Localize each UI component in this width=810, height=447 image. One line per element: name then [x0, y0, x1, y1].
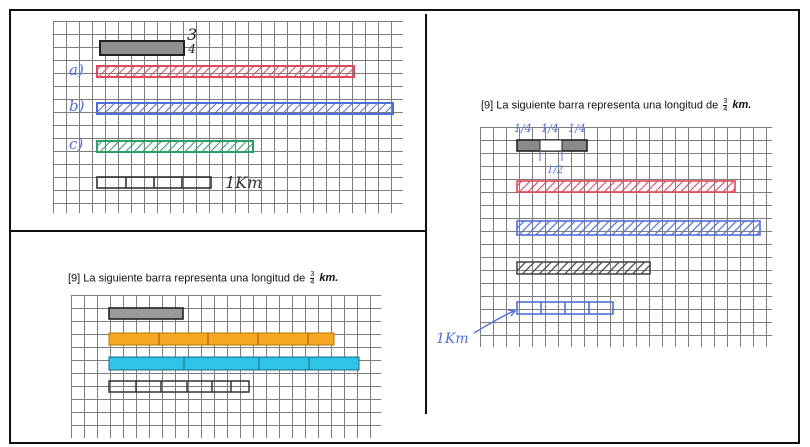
statement-fraction-numerator: 3	[310, 271, 315, 279]
statement-fraction: 3 4	[723, 98, 728, 113]
statement-fraction-denominator: 4	[310, 279, 315, 286]
statement-unit: km.	[732, 99, 752, 112]
problem-statement: [9] La siguiente barra representa una lo…	[68, 271, 338, 286]
statement-fraction: 3 4	[310, 271, 315, 286]
problem-number: [9]	[68, 272, 81, 285]
panel-right: [9] La siguiente barra representa una lo…	[428, 11, 798, 441]
reference-bar	[99, 40, 185, 56]
right-bars	[473, 139, 761, 334]
statement-fraction-denominator: 4	[723, 106, 728, 113]
reference-bar	[516, 139, 588, 161]
problem-statement: [9] La siguiente barra representa una lo…	[481, 98, 751, 113]
reference-bar	[108, 307, 184, 320]
fraction-denominator: 4	[188, 42, 196, 56]
blue-bar	[516, 220, 761, 236]
red-bar	[516, 180, 736, 193]
problem-number: [9]	[481, 99, 494, 112]
outline-bar	[108, 380, 250, 393]
panel-bottom-left: [9] La siguiente barra representa una lo…	[11, 233, 423, 441]
panel-top-left: 3 4 a) b) c) 1Km	[11, 11, 423, 229]
quarter-label-2: 1/4	[541, 122, 559, 135]
quarter-label-1: 1/4	[514, 122, 532, 135]
cyan-bar	[108, 356, 360, 371]
problem-text: La siguiente barra representa una longit…	[496, 99, 719, 112]
unit-bar	[516, 301, 614, 315]
quarter-label-3: 1/4	[568, 122, 586, 135]
statement-fraction-numerator: 3	[723, 98, 728, 106]
half-label: 1/2	[547, 165, 564, 176]
fraction-annotation: 3 4	[187, 25, 198, 57]
bottom-left-bars	[108, 307, 360, 393]
statement-unit: km.	[319, 272, 339, 285]
bar-a	[96, 65, 355, 78]
row-label-b: b)	[69, 97, 85, 115]
row-label-c: c)	[69, 135, 84, 153]
fraction-numerator: 3	[187, 25, 198, 44]
unit-arrow	[473, 310, 515, 334]
row-label-a: a)	[69, 61, 84, 79]
bar-b	[96, 102, 394, 115]
bar-c	[96, 140, 254, 153]
problem-text: La siguiente barra representa una longit…	[83, 272, 306, 285]
unit-label: 1Km	[225, 173, 263, 192]
vertical-divider	[425, 14, 427, 414]
unit-bar	[96, 176, 212, 189]
top-left-bars	[96, 65, 394, 189]
orange-bar	[108, 332, 335, 346]
grid-paper	[480, 127, 772, 347]
horizontal-divider	[9, 230, 427, 232]
dark-bar	[516, 261, 651, 275]
unit-label: 1Km	[436, 331, 469, 347]
